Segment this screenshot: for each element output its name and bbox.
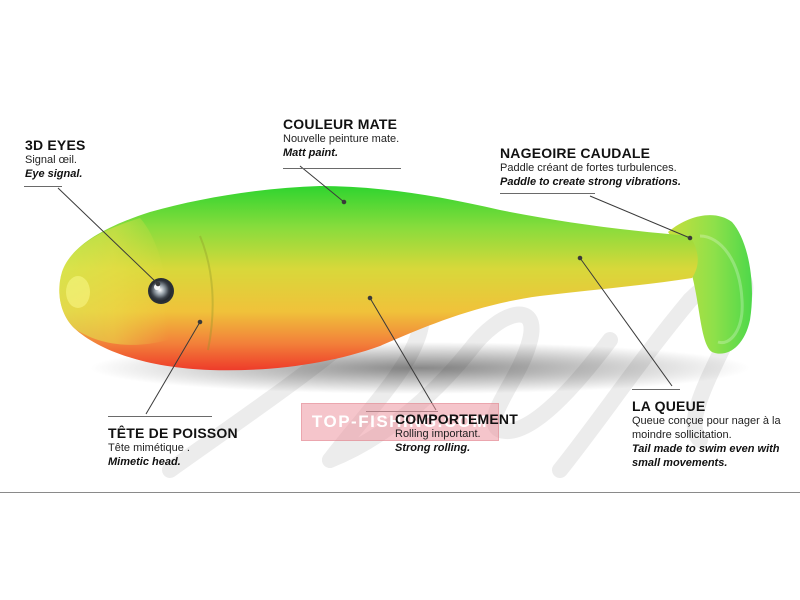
queue-rule — [632, 389, 680, 390]
bottom-divider — [0, 492, 800, 493]
callout-french-text: Tête mimétique . — [108, 442, 190, 454]
couleur-rule — [283, 168, 401, 169]
callout-title: TÊTE DE POISSON — [108, 425, 238, 441]
callout-title: 3D EYES — [25, 137, 86, 153]
callout-nageoire-caudale: NAGEOIRE CAUDALE Paddle créant de fortes… — [500, 145, 681, 189]
callout-english-text: Matt paint. — [283, 147, 338, 159]
callout-couleur-mate: COULEUR MATE Nouvelle peinture mate. Mat… — [283, 116, 399, 160]
callout-title: COULEUR MATE — [283, 116, 398, 132]
callout-english-text-line-2: small movements. — [632, 457, 728, 469]
gill-line — [199, 235, 214, 351]
callout-french-text: Paddle créant de fortes turbulences. — [500, 162, 677, 174]
tete-rule — [108, 416, 212, 417]
callout-english-text-line-1: Tail made to swim even with — [632, 443, 780, 455]
callout-title: LA QUEUE — [632, 398, 706, 414]
callout-comportement: COMPORTEMENT Rolling important. Strong r… — [395, 411, 518, 455]
callout-french-text: Signal œil. — [25, 154, 77, 166]
callout-english-text: Eye signal. — [25, 168, 83, 180]
callout-la-queue: LA QUEUE Queue conçue pour nager à la mo… — [632, 398, 781, 470]
callout-english-text: Mimetic head. — [108, 456, 181, 468]
watermark-stamp: TOP-FISHING.COM — [301, 403, 499, 441]
callout-french-text: Nouvelle peinture mate. — [283, 133, 400, 145]
lure-body — [59, 186, 698, 371]
callout-french-text-line-2: moindre sollicitation. — [632, 429, 732, 441]
callout-title: NAGEOIRE CAUDALE — [500, 145, 651, 161]
lure-head-shade — [59, 218, 169, 345]
lure-eye-icon — [148, 278, 174, 304]
watermark-stamp-text: TOP-FISHING.COM — [311, 412, 489, 431]
nageoire-rule — [500, 193, 595, 194]
callout-tete-de-poisson: TÊTE DE POISSON Tête mimétique . Mimetic… — [108, 425, 238, 469]
callout-french-text: Rolling important. — [395, 428, 481, 440]
callout-english-text: Paddle to create strong vibrations. — [500, 176, 681, 188]
eyes-rule — [24, 186, 62, 187]
lure-nose — [66, 276, 90, 308]
callout-french-text-line-1: Queue conçue pour nager à la — [632, 415, 781, 427]
callout-english-text: Strong rolling. — [395, 442, 471, 454]
callout-3d-eyes: 3D EYES Signal œil. Eye signal. — [25, 137, 86, 181]
callout-title: COMPORTEMENT — [395, 411, 518, 427]
leader-lines — [57, 165, 693, 415]
